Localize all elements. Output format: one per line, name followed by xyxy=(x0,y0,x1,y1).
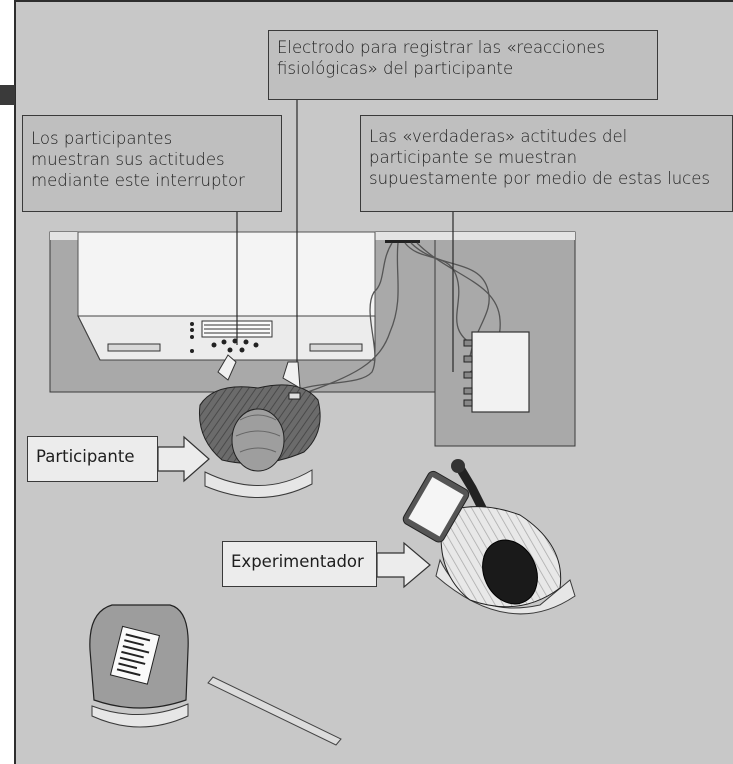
machine xyxy=(77,231,376,361)
experimenter-head xyxy=(482,539,538,605)
lights-callout-line: supuestamente por medio de estas luces xyxy=(369,169,710,188)
electrode-callout-line: Electrodo para registrar las «reacciones xyxy=(277,38,606,57)
participant-label: Participante xyxy=(27,436,158,482)
switch-callout: Los participantes muestran sus actitudes… xyxy=(22,115,282,212)
wall-edge xyxy=(0,85,15,105)
switch-button xyxy=(211,342,217,348)
participant-figure xyxy=(198,354,321,472)
floor-strip xyxy=(207,676,342,746)
lights-box xyxy=(463,331,530,413)
electrode-callout: Electrodo para registrar las «reacciones… xyxy=(268,30,658,100)
plug-bar xyxy=(385,240,420,243)
switch-callout-line: mediante este interruptor xyxy=(31,171,245,190)
experimenter-arrow xyxy=(376,541,431,589)
participant-head xyxy=(231,408,285,472)
switch-callout-line: Los participantes xyxy=(31,129,173,148)
participant-chair xyxy=(204,469,313,498)
electrode-callout-line: fisiológicas» del participante xyxy=(277,59,514,78)
participant-arrow xyxy=(157,435,210,483)
experimenter-figure xyxy=(402,459,562,608)
lights-callout: Las «verdaderas» actitudes del participa… xyxy=(360,115,733,212)
empty-chair xyxy=(89,604,189,728)
lights-callout-line: Las «verdaderas» actitudes del xyxy=(369,127,628,146)
switch-callout-line: muestran sus actitudes xyxy=(31,150,225,169)
experimenter-label: Experimentador xyxy=(222,541,377,587)
lights-callout-line: participante se muestran xyxy=(369,148,578,167)
